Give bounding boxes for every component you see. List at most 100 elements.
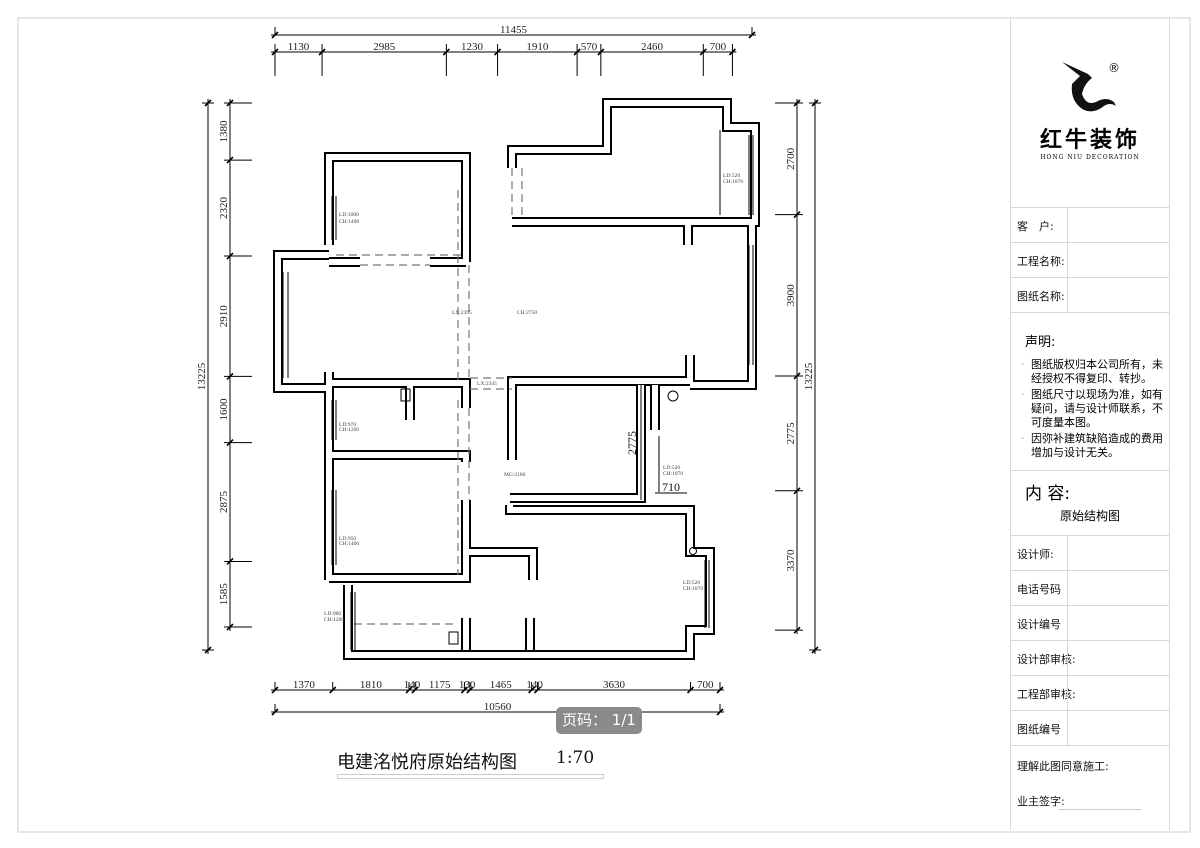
field-eng-review[interactable]: 工程部审核: bbox=[1011, 675, 1169, 711]
room-labels: LD:1000 CH:1400 LX:2395 CH:2750 LX:2345 … bbox=[324, 173, 743, 623]
wall-segment bbox=[324, 152, 471, 262]
dim-top-value: 1130 bbox=[288, 41, 310, 53]
dimension-lines: 11455 1130 2985 1230 1910 570 2460 700 1370 1810 1… bbox=[196, 24, 821, 716]
dimension-tick bbox=[793, 211, 801, 219]
sheet-border bbox=[17, 17, 1191, 833]
wall-segment bbox=[273, 250, 329, 393]
dimension-tick bbox=[271, 708, 279, 716]
dim-bottom-value: 1810 bbox=[360, 679, 383, 691]
field-design-no[interactable]: 设计编号 bbox=[1011, 605, 1169, 641]
field-drawing-no[interactable]: 图纸编号 bbox=[1011, 710, 1169, 746]
dim-top-value: 1910 bbox=[526, 41, 549, 53]
dim-left-value: 2875 bbox=[218, 491, 230, 514]
label-bed1-ch: CH:1400 bbox=[339, 219, 359, 225]
dim-bottom-value: 1465 bbox=[490, 679, 513, 691]
page-number-badge: 页码： 1/1 bbox=[556, 707, 642, 734]
field-owner-sign[interactable]: 业主签字: bbox=[1011, 783, 1169, 813]
label-bed2-ld: LD:970 bbox=[339, 422, 356, 428]
dim-bottom-value: 1370 bbox=[293, 679, 316, 691]
dim-right-value: 2700 bbox=[785, 147, 797, 170]
label-br-ld: LD:520 bbox=[683, 580, 700, 586]
dimension-tick bbox=[793, 99, 801, 107]
field-client[interactable]: 客 户: bbox=[1011, 207, 1169, 243]
dim-left-value: 1380 bbox=[218, 120, 230, 143]
dim-left-value: 1600 bbox=[218, 398, 230, 421]
dimension-tick bbox=[226, 557, 234, 566]
dimension-tick bbox=[793, 372, 801, 380]
dimension-tick bbox=[533, 686, 542, 694]
svg-text:®: ® bbox=[1108, 61, 1120, 75]
wall-segment-inner bbox=[329, 500, 469, 581]
label-bath-ld: LD:520 bbox=[663, 465, 680, 471]
field-phone[interactable]: 电话号码 bbox=[1011, 570, 1169, 606]
walls bbox=[273, 98, 760, 660]
title-block: ® 红牛装饰 HONG NIU DECORATION 客 户: 工程名称: 图纸… bbox=[1010, 18, 1170, 830]
dimension-tick bbox=[411, 686, 419, 694]
label-bot-ch: CH:1200 bbox=[324, 617, 344, 623]
declaration-item: 图纸尺寸以现场为准，如有疑问，请与设计师联系，不可度量本图。 bbox=[1019, 388, 1169, 430]
dimension-tick bbox=[226, 156, 234, 164]
dimension-tick bbox=[226, 99, 234, 107]
dimension-tick bbox=[226, 623, 234, 631]
dimension-tick bbox=[494, 48, 502, 56]
dimension-tick bbox=[748, 31, 756, 39]
dimension-tick bbox=[405, 686, 413, 694]
label-ch-main: CH:2750 bbox=[517, 310, 537, 316]
field-designer[interactable]: 设计师: bbox=[1011, 535, 1169, 571]
dim-left-value: 1585 bbox=[218, 583, 230, 606]
wall-segment-inner bbox=[326, 154, 469, 262]
dim-left-total-value: 13225 bbox=[196, 362, 208, 390]
dimension-tick bbox=[466, 686, 474, 694]
label-bot-ld: LD:980 bbox=[324, 611, 341, 617]
dim-bottom-value: 3630 bbox=[603, 679, 626, 691]
dim-top-total-value: 11455 bbox=[500, 24, 528, 36]
wall-segment bbox=[507, 98, 760, 227]
wall-segment-inner bbox=[509, 100, 758, 225]
windows bbox=[282, 130, 754, 650]
label-bed1-ld: LD:1000 bbox=[339, 212, 359, 218]
dim-inner-2775: 2775 bbox=[625, 431, 639, 455]
company-logo: ® 红牛装饰 HONG NIU DECORATION bbox=[1011, 58, 1169, 161]
wall-segment-inner bbox=[329, 452, 469, 462]
dim-top-value: 2985 bbox=[373, 41, 396, 53]
wall-segment bbox=[466, 547, 538, 580]
wall-segment-inner bbox=[345, 505, 713, 658]
field-project[interactable]: 工程名称: bbox=[1011, 242, 1169, 278]
wall-segment bbox=[690, 222, 757, 390]
inner-dimensions: 2775 710 bbox=[625, 385, 687, 500]
wall-segment bbox=[329, 378, 471, 408]
wall-segment-inner bbox=[466, 549, 536, 580]
dim-bottom-value: 700 bbox=[697, 679, 714, 691]
dim-right-value: 3900 bbox=[785, 284, 797, 307]
field-design-review[interactable]: 设计部审核: bbox=[1011, 640, 1169, 676]
dimension-tick bbox=[716, 708, 724, 716]
field-drawing-name[interactable]: 图纸名称: bbox=[1011, 277, 1169, 313]
declaration: 声明: 图纸版权归本公司所有，未经授权不得复印、转抄。 图纸尺寸以现场为准，如有… bbox=[1019, 330, 1169, 462]
wall-segment-inner bbox=[510, 385, 644, 501]
dimension-tick bbox=[699, 48, 707, 56]
dim-top-value: 1230 bbox=[461, 41, 484, 53]
dimension-tick bbox=[573, 48, 581, 56]
title-underline bbox=[337, 774, 604, 779]
dim-bottom-value: 1175 bbox=[429, 679, 451, 691]
label-bed2-ch: CH:1200 bbox=[339, 427, 359, 433]
dimension-tick bbox=[793, 626, 801, 634]
dim-right-total-value: 13225 bbox=[803, 362, 815, 390]
dim-top-value: 2460 bbox=[641, 41, 664, 53]
bull-logo-icon: ® bbox=[1062, 61, 1120, 112]
label-lx2: LX:2345 bbox=[477, 381, 497, 387]
dimension-tick bbox=[597, 48, 605, 56]
dimension-tick bbox=[204, 646, 212, 654]
dimension-tick bbox=[271, 686, 279, 694]
wall-segment bbox=[507, 355, 695, 460]
dim-inner-710: 710 bbox=[662, 480, 680, 494]
label-tr-ld: LD:520 bbox=[723, 173, 740, 179]
label-mg: MG:2180 bbox=[504, 472, 526, 478]
dimension-tick bbox=[271, 48, 279, 56]
dimension-tick bbox=[811, 99, 819, 107]
declaration-item: 因弥补建筑缺陷造成的费用增加与设计无关。 bbox=[1019, 432, 1169, 460]
dim-top-value: 570 bbox=[581, 41, 598, 53]
dimension-tick bbox=[442, 48, 450, 56]
dim-bottom-value: 140 bbox=[404, 679, 421, 691]
